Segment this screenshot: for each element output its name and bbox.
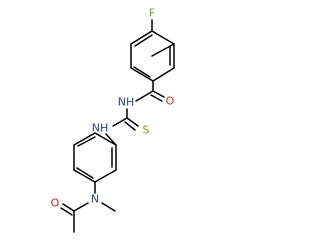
ring2-double-bond [77,136,96,147]
thiocarbonyl-nh-bond [112,117,128,127]
thiocarbonyl-double-bond [126,117,139,127]
phenylene-ring [73,132,117,183]
carbonyl-double-bond [150,94,163,102]
acetyl-double-bond [60,207,73,216]
atom-fluorine: F [149,7,155,20]
carbonyl-nh-bond [135,90,154,102]
atom-acetamide-oxygen: O [51,197,60,210]
ring1-bond [130,30,153,45]
n-methyl-bond [101,202,116,212]
ring1-double-bond [133,66,151,78]
fluorophenyl-ring [130,30,175,82]
atom-sulfur: S [143,124,150,137]
ring2-bond [94,132,117,146]
carbonyl-double-bond [152,90,165,98]
ring1-bond [151,43,175,57]
n-acyl-bond [73,202,89,212]
ring2-bond [73,132,96,146]
thiocarbonyl-double-bond [124,121,136,131]
ring2-bond [73,169,96,183]
ring2-double-bond [76,167,94,179]
chemical-structure-diagram: F O NH S NH N O [51,7,175,233]
ring1-bond [130,67,154,82]
atom-imide-nh: NH [118,96,135,109]
ring1-double-bond [134,34,153,47]
atom-thioamide-nh: NH [92,122,109,135]
nh-ring-bond [105,133,117,146]
ring1-bond [152,67,175,82]
ring2-bond [94,169,117,183]
atom-acetamide-n: N [91,193,99,206]
structure-canvas: F O NH S NH N O [51,7,175,233]
ring1-bond [151,30,175,45]
atom-amide-oxygen: O [166,95,175,108]
acetyl-double-bond [62,203,75,212]
